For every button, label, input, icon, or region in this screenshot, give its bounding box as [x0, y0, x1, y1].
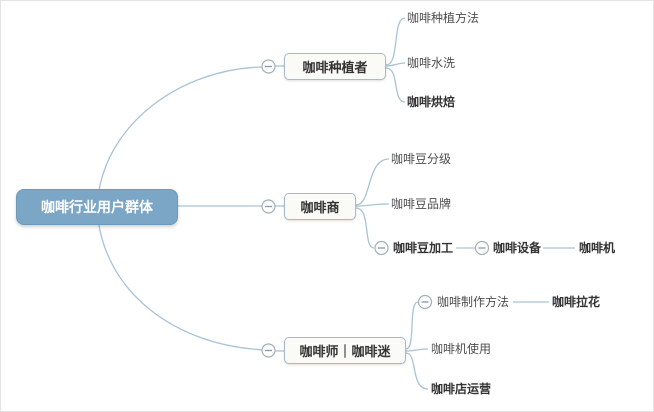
collapse-icon-equipment[interactable] — [474, 240, 490, 256]
branch-barista-fan[interactable]: 咖啡师｜咖啡迷 — [284, 337, 406, 364]
edge-merchant-processing — [355, 207, 375, 249]
edge-grower-washing — [385, 62, 406, 67]
topic-coffee-machine[interactable]: 咖啡机 — [579, 241, 616, 255]
collapse-icon-barista[interactable] — [261, 343, 276, 358]
topic-coffee-equipment[interactable]: 咖啡设备 — [493, 241, 542, 255]
topic-coffee-planting-method[interactable]: 咖啡种植方法 — [407, 11, 480, 25]
branch-coffee-grower[interactable]: 咖啡种植者 — [284, 53, 386, 80]
topic-bean-grading[interactable]: 咖啡豆分级 — [391, 152, 452, 166]
edge-barista-machineuse — [405, 348, 429, 352]
topic-bean-processing[interactable]: 咖啡豆加工 — [393, 241, 454, 255]
edge-root-grower — [97, 66, 263, 198]
edge-merchant-grading — [355, 158, 390, 206]
topic-making-method[interactable]: 咖啡制作方法 — [437, 295, 510, 309]
topic-machine-usage[interactable]: 咖啡机使用 — [431, 342, 492, 356]
collapse-icon-grower[interactable] — [261, 59, 276, 74]
edge-grower-roasting — [385, 67, 406, 103]
topic-shop-operation[interactable]: 咖啡店运营 — [431, 382, 492, 396]
edge-root-barista — [97, 218, 267, 351]
topic-bean-brand[interactable]: 咖啡豆品牌 — [391, 197, 452, 211]
edge-barista-making — [405, 301, 419, 350]
edge-grower-planting — [385, 17, 406, 66]
root-topic[interactable]: 咖啡行业用户群体 — [16, 189, 178, 225]
topic-latte-art[interactable]: 咖啡拉花 — [552, 295, 601, 309]
branch-coffee-merchant[interactable]: 咖啡商 — [284, 193, 356, 220]
topic-coffee-washing[interactable]: 咖啡水洗 — [407, 56, 456, 70]
collapse-icon-merchant[interactable] — [261, 199, 276, 214]
edge-barista-shop — [405, 352, 429, 390]
edge-merchant-brand — [355, 203, 390, 207]
collapse-icon-bean-processing[interactable] — [374, 240, 389, 256]
topic-coffee-roasting[interactable]: 咖啡烘焙 — [407, 95, 456, 109]
collapse-icon-making-method[interactable] — [417, 294, 433, 310]
